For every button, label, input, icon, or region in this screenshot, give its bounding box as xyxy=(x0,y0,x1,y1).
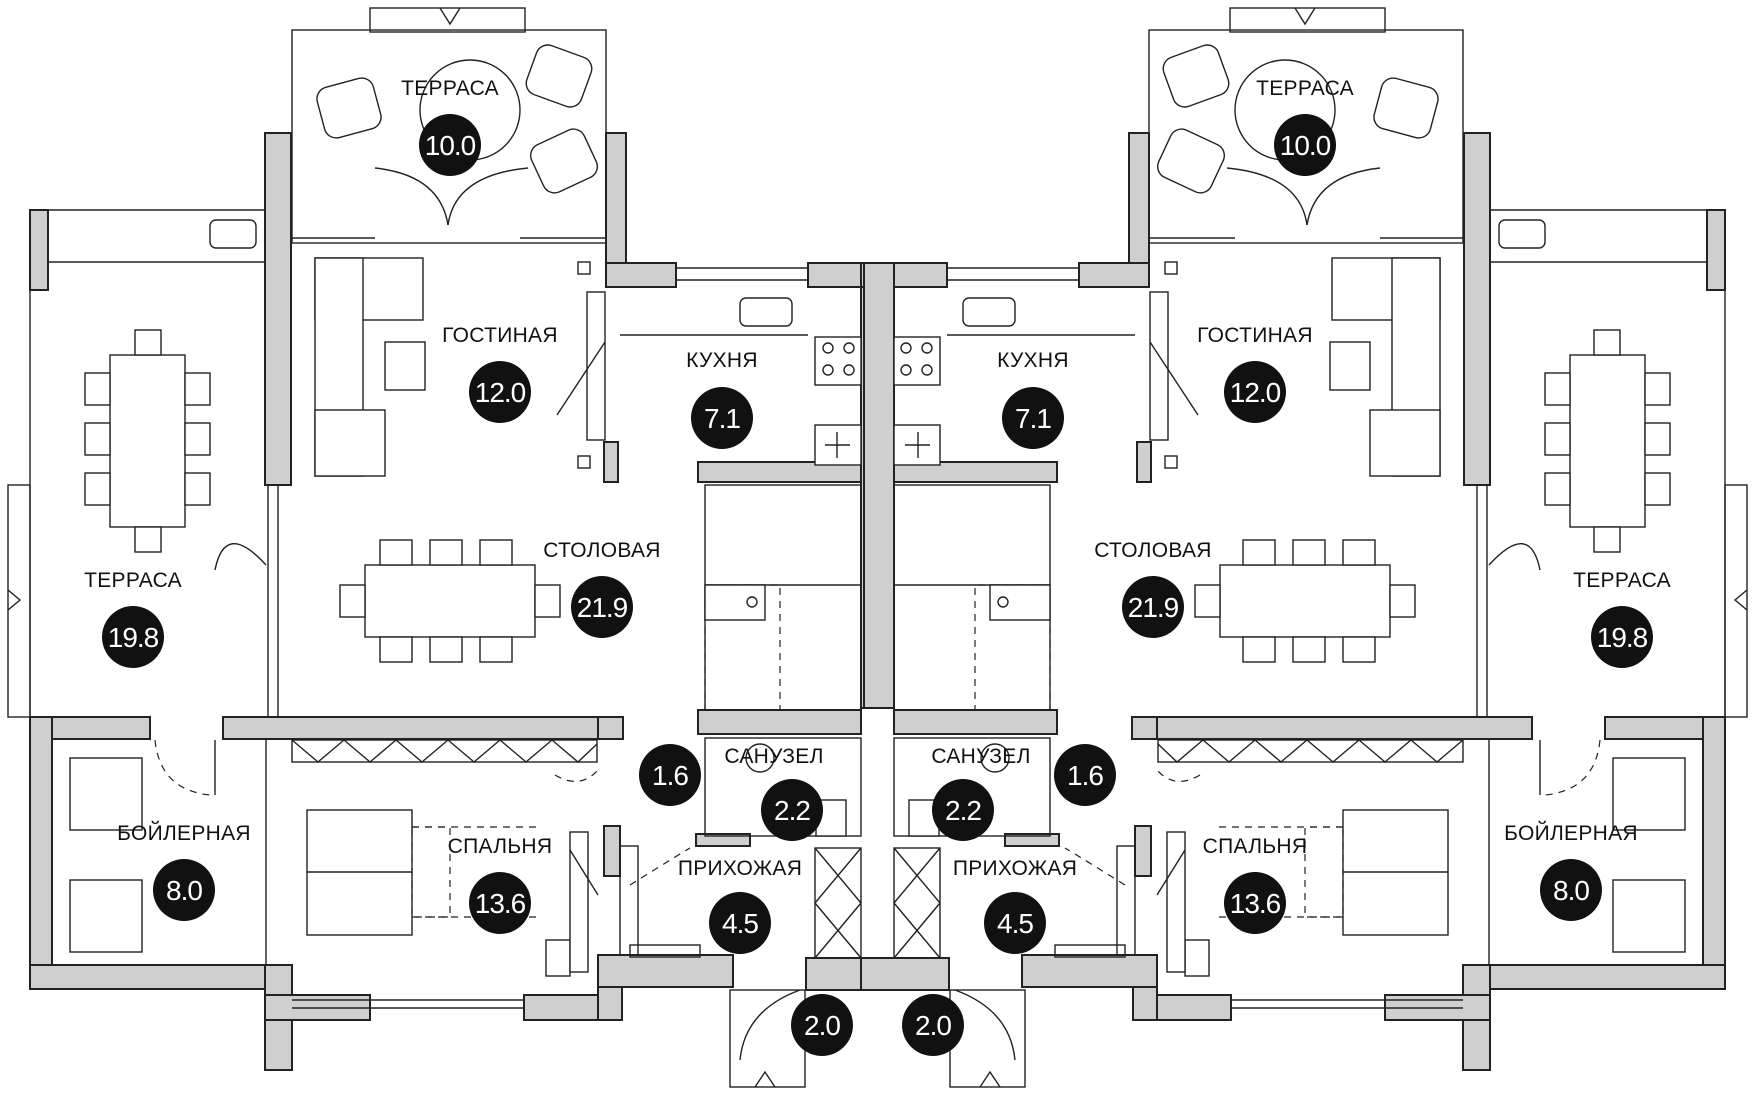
area-value-l-kitchen: 7.1 xyxy=(704,403,740,434)
room-name-r-terrace-side: ТЕРРАСА xyxy=(1573,569,1671,592)
area-value-r-boiler: 8.0 xyxy=(1553,875,1589,906)
room-name-r-terrace-top: ТЕРРАСА xyxy=(1256,77,1354,100)
room-name-r-dining: СТОЛОВАЯ xyxy=(1094,539,1211,562)
room-name-l-bath: САНУЗЕЛ xyxy=(724,745,823,768)
area-value-l-terrace-top: 10.0 xyxy=(425,130,476,161)
area-value-r-hall: 4.5 xyxy=(997,908,1033,939)
area-badge-l-closet xyxy=(639,744,701,806)
area-value-r-kitchen: 7.1 xyxy=(1015,403,1051,434)
area-value-l-dining: 21.9 xyxy=(577,592,628,623)
area-badge-r-closet xyxy=(1054,744,1116,806)
left-unit-drawing xyxy=(7,7,895,1088)
area-value-r-living: 12.0 xyxy=(1230,377,1281,408)
room-name-l-living: ГОСТИНАЯ xyxy=(442,324,558,347)
area-badge-l-bedroom xyxy=(469,872,531,934)
area-badge-r-porch xyxy=(902,994,964,1056)
area-value-l-hall: 4.5 xyxy=(722,908,758,939)
area-value-l-living: 12.0 xyxy=(475,377,526,408)
area-badge-r-bath xyxy=(932,779,994,841)
area-badge-r-living xyxy=(1224,361,1286,423)
room-name-r-bedroom: СПАЛЬНЯ xyxy=(1203,835,1308,858)
area-value-l-terrace-side: 19.8 xyxy=(108,622,159,653)
area-badge-l-kitchen xyxy=(691,387,753,449)
area-badge-r-dining xyxy=(1122,576,1184,638)
area-value-r-terrace-top: 10.0 xyxy=(1280,130,1331,161)
room-name-l-kitchen: КУХНЯ xyxy=(686,349,758,372)
area-badge-r-bedroom xyxy=(1224,872,1286,934)
area-badge-l-terrace-side xyxy=(102,606,164,668)
area-badge-r-terrace-top xyxy=(1274,114,1336,176)
room-name-r-kitchen: КУХНЯ xyxy=(997,349,1069,372)
area-value-l-porch: 2.0 xyxy=(804,1010,840,1041)
area-value-r-bedroom: 13.6 xyxy=(1230,888,1281,919)
area-badge-r-kitchen xyxy=(1002,387,1064,449)
area-badge-l-porch xyxy=(791,994,853,1056)
area-badge-r-terrace-side xyxy=(1591,606,1653,668)
area-value-l-closet: 1.6 xyxy=(652,760,688,791)
room-name-l-terrace-top: ТЕРРАСА xyxy=(401,77,499,100)
area-badge-l-boiler xyxy=(153,859,215,921)
room-name-l-bedroom: СПАЛЬНЯ xyxy=(448,835,553,858)
area-value-r-bath: 2.2 xyxy=(945,795,981,826)
area-value-r-closet: 1.6 xyxy=(1067,760,1103,791)
area-badge-l-hall xyxy=(709,892,771,954)
room-name-l-boiler: БОЙЛЕРНАЯ xyxy=(117,821,251,845)
area-value-l-bedroom: 13.6 xyxy=(475,888,526,919)
area-badge-r-hall xyxy=(984,892,1046,954)
area-badge-l-bath xyxy=(761,779,823,841)
area-badge-l-dining xyxy=(571,576,633,638)
area-value-r-dining: 21.9 xyxy=(1128,592,1179,623)
area-value-r-terrace-side: 19.8 xyxy=(1597,622,1648,653)
area-value-l-bath: 2.2 xyxy=(774,795,810,826)
room-name-l-dining: СТОЛОВАЯ xyxy=(543,539,660,562)
area-badge-l-living xyxy=(469,361,531,423)
room-name-l-hall: ПРИХОЖАЯ xyxy=(678,857,802,880)
area-badge-r-boiler xyxy=(1540,859,1602,921)
room-name-r-living: ГОСТИНАЯ xyxy=(1197,324,1313,347)
room-name-l-terrace-side: ТЕРРАСА xyxy=(84,569,182,592)
room-name-r-boiler: БОЙЛЕРНАЯ xyxy=(1504,821,1638,845)
area-value-l-boiler: 8.0 xyxy=(166,875,202,906)
room-name-r-hall: ПРИХОЖАЯ xyxy=(953,857,1077,880)
area-value-r-porch: 2.0 xyxy=(915,1010,951,1041)
room-name-r-bath: САНУЗЕЛ xyxy=(931,745,1030,768)
area-badge-l-terrace-top xyxy=(419,114,481,176)
